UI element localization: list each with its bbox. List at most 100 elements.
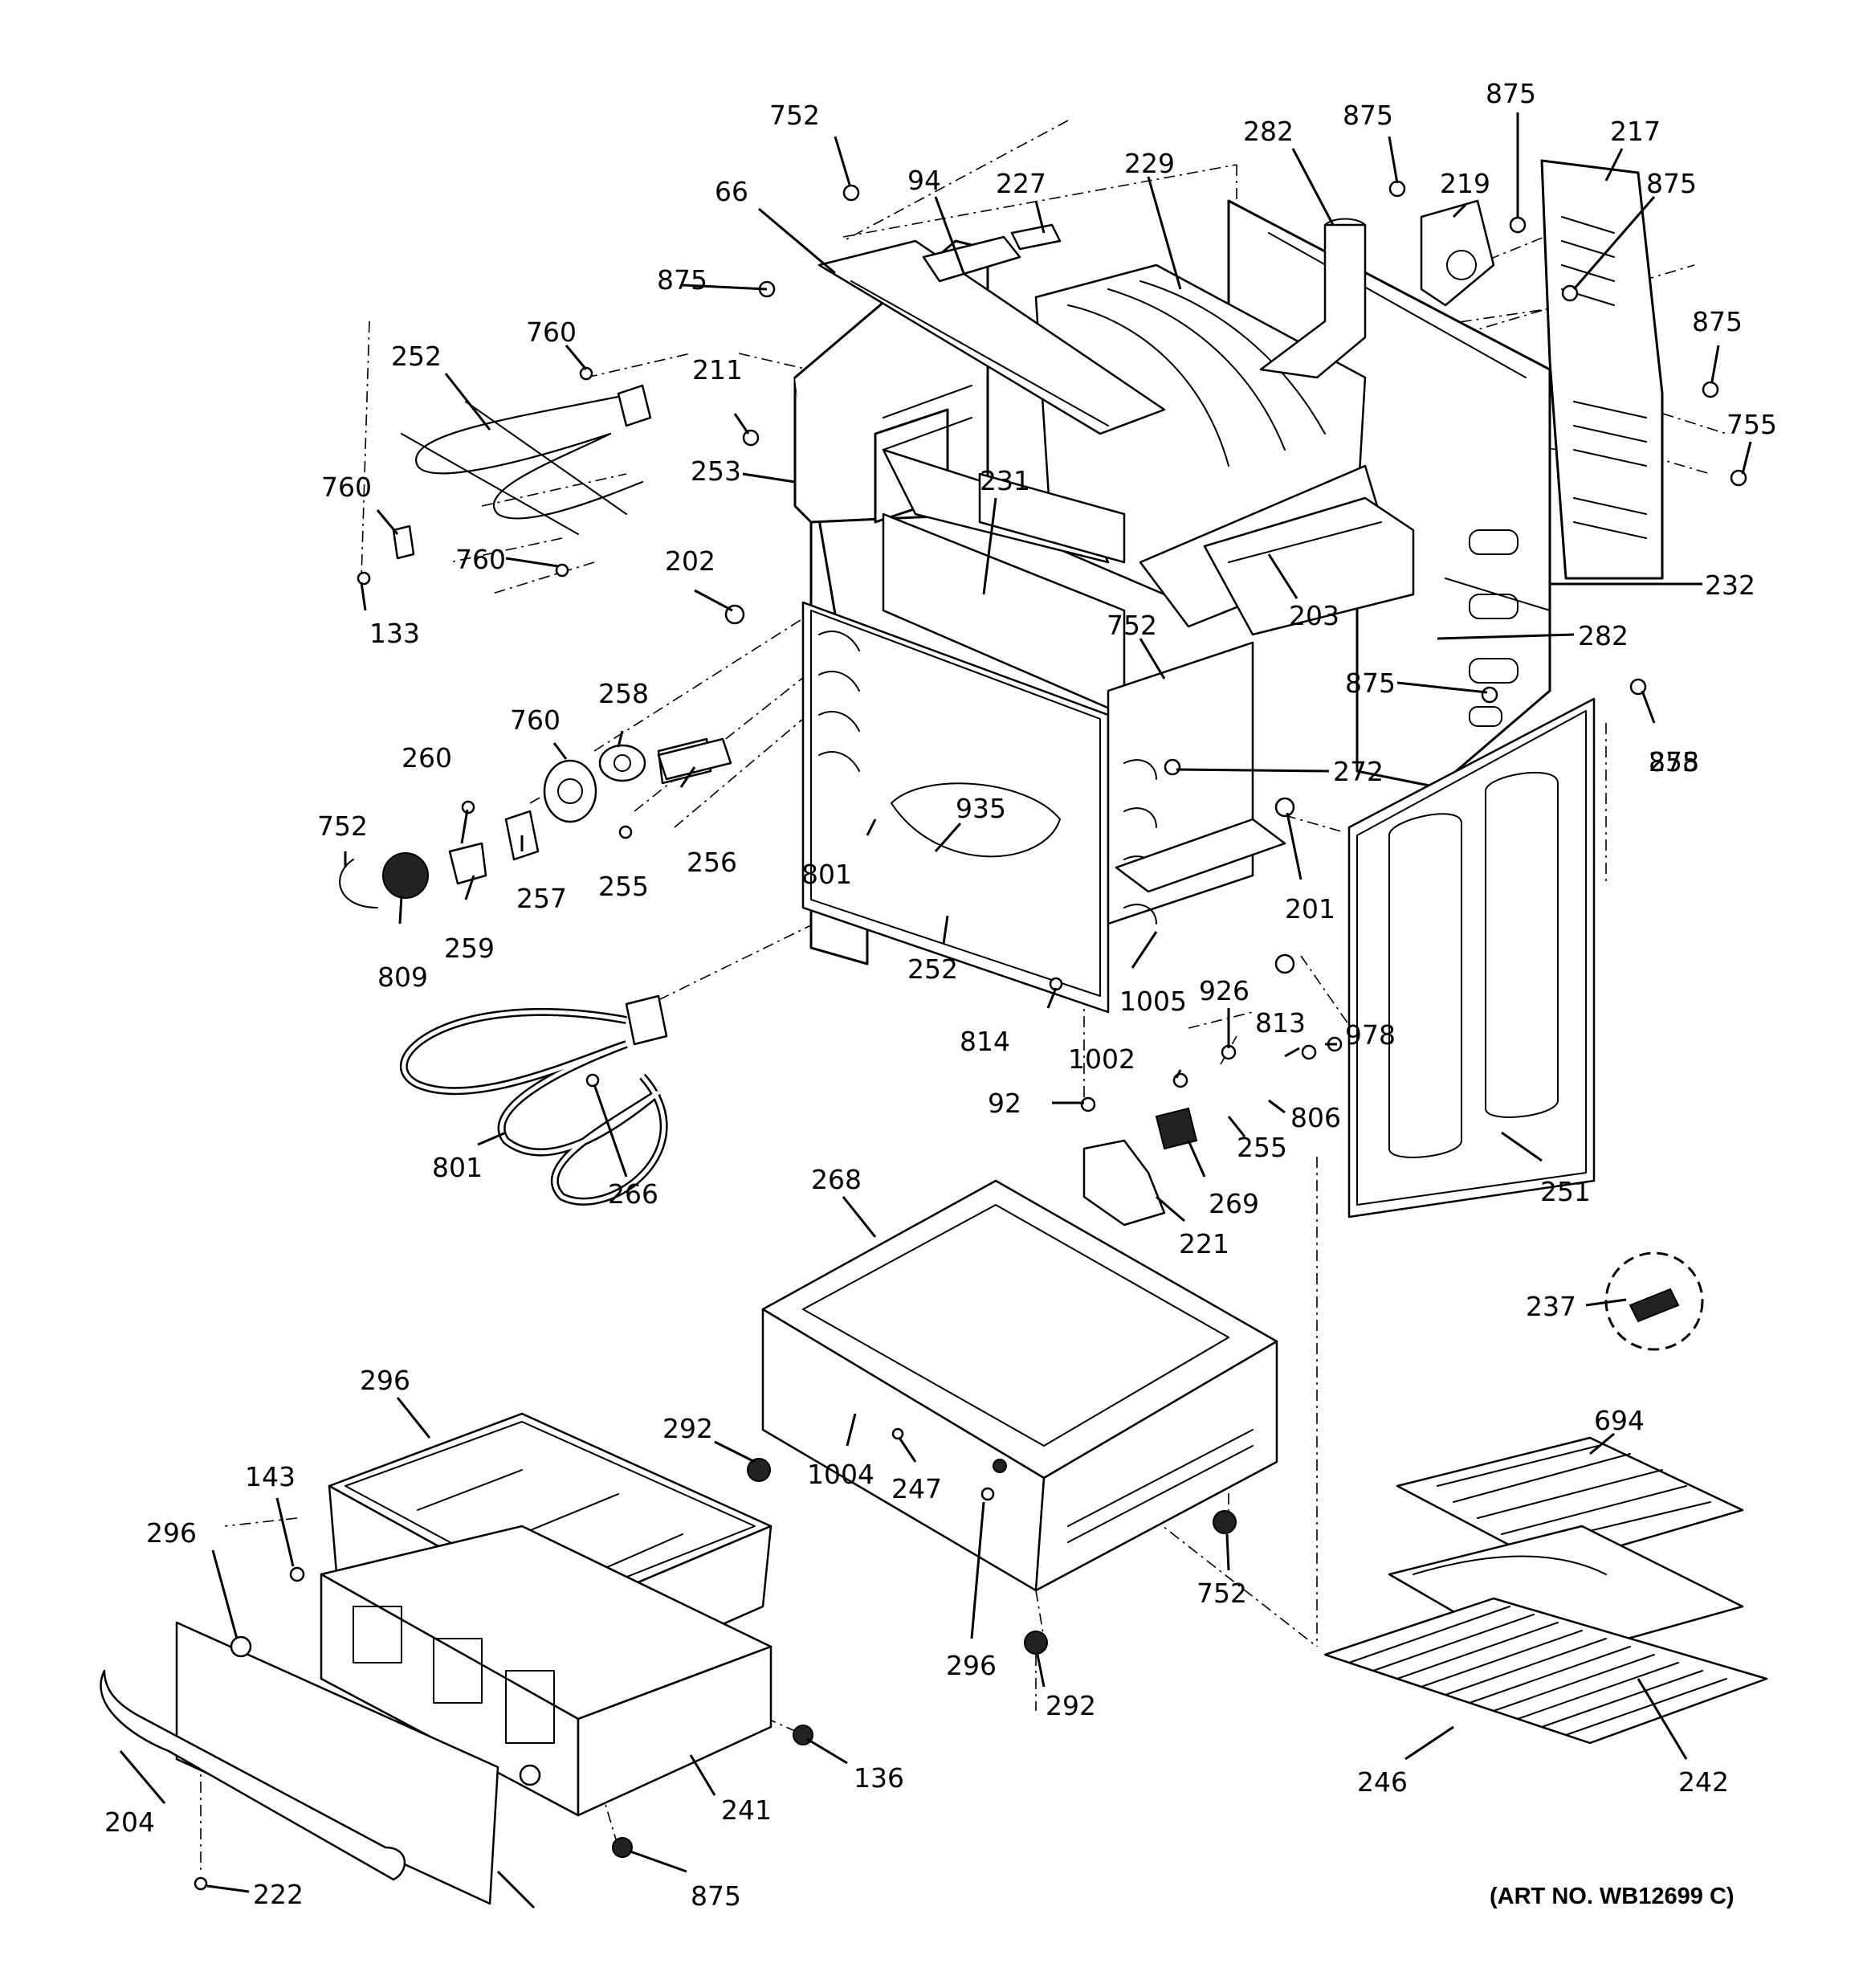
bracket-94 xyxy=(922,235,1021,283)
callout-252: 1005 xyxy=(1119,986,1187,1017)
callout-92: 806 xyxy=(1290,1102,1341,1133)
callout-752: 875 xyxy=(1345,667,1396,699)
callout-1004: 247 xyxy=(891,1473,942,1504)
callout-231: 203 xyxy=(1289,600,1339,631)
callout-875: 875 xyxy=(1486,78,1536,109)
duct-282 xyxy=(1259,218,1367,379)
callout-813: 978 xyxy=(1345,1019,1396,1051)
callout-694: 143 xyxy=(245,1461,296,1492)
vent-219 xyxy=(1420,199,1495,307)
drawer-204 xyxy=(320,1525,773,1817)
callout-760: 133 xyxy=(369,618,420,649)
callout-752: 752 xyxy=(769,100,820,131)
callout-136: 204 xyxy=(104,1806,155,1838)
callout-801: 272 xyxy=(1333,756,1384,787)
callout-282: 752 xyxy=(1107,610,1157,641)
callout-809: 935 xyxy=(956,793,1006,824)
callout-246: 242 xyxy=(1678,1766,1729,1798)
callout-252: 252 xyxy=(391,341,442,372)
callout-201: 252 xyxy=(907,953,958,985)
callout-266: 268 xyxy=(811,1164,862,1195)
oven-rack-241 xyxy=(1323,1597,1768,1745)
callout-752: 255 xyxy=(598,871,649,902)
callout-814: 926 xyxy=(1199,975,1249,1006)
heat-shield-231 xyxy=(1203,496,1415,636)
terminal-block-255 xyxy=(1155,1107,1198,1150)
callout-801: 266 xyxy=(608,1178,658,1210)
oven-front-frame-202 xyxy=(978,472,1126,564)
callout-875: 875 xyxy=(1343,100,1393,131)
range-base-266 xyxy=(747,1179,1278,1655)
art-number: (ART NO. WB12699 C) xyxy=(1490,1884,1735,1909)
leader-lines xyxy=(119,112,1752,1909)
callout-202: 231 xyxy=(980,465,1030,496)
callout-296: 292 xyxy=(662,1413,713,1444)
callout-labels: 752 66 94 227 229 282 875 875 219 217 87… xyxy=(104,78,1777,1912)
callout-760: 260 xyxy=(402,742,452,774)
callout-242: 875 xyxy=(691,1880,741,1912)
bracket-227 xyxy=(1010,223,1062,251)
callout-66: 66 xyxy=(715,176,748,207)
drawer-front-222 xyxy=(175,1621,541,1905)
callout-935: 801 xyxy=(801,859,852,890)
drawer-handle-136 xyxy=(100,1669,406,1881)
callout-875: 875 xyxy=(1649,746,1699,778)
sensor-255 xyxy=(657,737,732,781)
callout-229: 229 xyxy=(1124,148,1175,179)
callout-256: 257 xyxy=(516,883,567,914)
broil-element-252 xyxy=(392,384,652,560)
callout-260: 752 xyxy=(317,810,368,842)
callout-926: 813 xyxy=(1255,1007,1306,1039)
callout-94: 94 xyxy=(907,165,941,196)
callout-875: 875 xyxy=(657,264,707,296)
callout-257: 259 xyxy=(444,933,495,964)
callout-760: 760 xyxy=(526,316,577,348)
callout-760: 760 xyxy=(455,544,506,575)
bracket-66 xyxy=(817,239,1166,435)
callout-875: 875 xyxy=(1692,306,1743,337)
callout-269: 221 xyxy=(1179,1228,1229,1259)
callout-217: 217 xyxy=(1610,116,1661,147)
callout-806: 255 xyxy=(1237,1132,1287,1163)
callout-203: 232 xyxy=(1705,569,1755,601)
callout-875: 211 xyxy=(692,354,743,386)
callout-237: 296 xyxy=(360,1365,410,1396)
callout-755: 755 xyxy=(1726,409,1777,440)
callout-978: 1002 xyxy=(1068,1043,1135,1075)
callout-241: 246 xyxy=(1357,1766,1408,1798)
callout-259: 809 xyxy=(377,961,428,993)
callout-296: 752 xyxy=(1196,1578,1247,1609)
callout-258: 258 xyxy=(598,678,649,709)
callout-875: 222 xyxy=(253,1879,304,1910)
callout-752: 296 xyxy=(946,1650,997,1681)
callout-875: 875 xyxy=(1646,168,1697,199)
callout-875: 258 xyxy=(1649,746,1699,778)
callout-204: 241 xyxy=(721,1794,772,1826)
callout-247: 694 xyxy=(1594,1405,1645,1436)
side-panel-221 xyxy=(1347,697,1596,1219)
callout-227: 227 xyxy=(996,168,1046,199)
callout-232: 282 xyxy=(1578,620,1629,651)
terminal-bracket-269 xyxy=(1082,1139,1166,1227)
callout-282: 282 xyxy=(1243,116,1294,147)
callout-251: 801 xyxy=(432,1152,483,1183)
callout-221: 251 xyxy=(1540,1176,1591,1207)
callout-253: 760 xyxy=(321,471,372,503)
callout-1005: 814 xyxy=(960,1026,1010,1057)
callout-1002: 92 xyxy=(988,1088,1021,1119)
callout-292: 1004 xyxy=(807,1459,874,1490)
broiler-pan-insert-247 xyxy=(1396,1436,1744,1568)
callout-258: 760 xyxy=(510,704,561,736)
rear-cover-217 xyxy=(1540,159,1664,580)
bake-element-251 xyxy=(399,994,668,1206)
callout-219: 219 xyxy=(1440,168,1490,199)
callout-272: 201 xyxy=(1285,893,1335,925)
callout-211: 253 xyxy=(691,455,741,487)
callout-133: 202 xyxy=(665,545,715,577)
callout-292: 136 xyxy=(854,1762,904,1794)
callout-255: 269 xyxy=(1209,1188,1259,1219)
callout-296: 292 xyxy=(1046,1690,1096,1721)
callout-268: 237 xyxy=(1526,1291,1576,1322)
callout-255: 256 xyxy=(687,847,737,878)
